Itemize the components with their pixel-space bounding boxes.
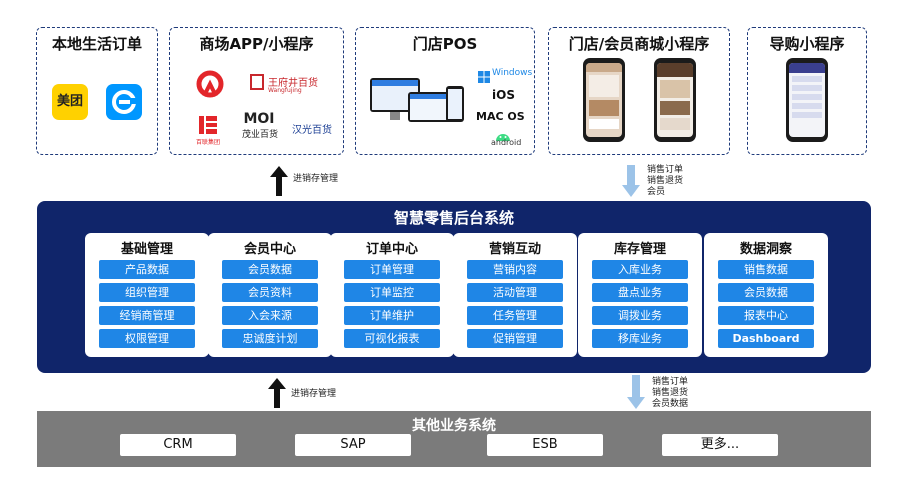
maoye-logo: MOI 茂业百货 [242, 111, 279, 141]
module-inventory: 库存管理 入库业务 盘点业务 调拨业务 移库业务 [578, 233, 702, 357]
flow-label: 进销存管理 [293, 174, 339, 184]
module-basic: 基础管理 产品数据 组织管理 经销商管理 权限管理 [85, 233, 209, 357]
module-item[interactable]: 产品数据 [99, 260, 195, 279]
os-windows: Windows [492, 68, 533, 78]
os-ios: iOS [492, 88, 515, 102]
module-item[interactable]: 订单监控 [344, 283, 440, 302]
module-title: 数据洞察 [739, 242, 792, 257]
channel-title: 商场APP/小程序 [199, 35, 314, 53]
module-title: 订单中心 [365, 242, 418, 257]
down-arrow-icon [627, 375, 645, 409]
bailian-mark-icon [199, 116, 217, 134]
channel-member-mall: 门店/会员商城小程序 [548, 27, 730, 155]
module-item[interactable]: 移库业务 [592, 329, 688, 348]
channel-local-life: 本地生活订单 美团 [36, 27, 158, 155]
guide-phone [786, 58, 828, 142]
wangfujing-mark-icon [250, 74, 264, 90]
hanguang-logo: 汉光百货 [292, 125, 332, 136]
module-item[interactable]: 会员数据 [718, 283, 814, 302]
channel-title: 导购小程序 [769, 35, 845, 53]
channel-title: 门店POS [412, 35, 478, 53]
module-insight: 数据洞察 销售数据 会员数据 报表中心 Dashboard [704, 233, 828, 357]
wangfujing-name: 王府井百货 [268, 78, 318, 89]
flow-label: 进销存管理 [291, 389, 337, 399]
bailian-sub: 百联集团 [196, 139, 221, 146]
flow-label-3: 会员 [647, 187, 666, 197]
module-item[interactable]: 任务管理 [467, 306, 563, 325]
other-systems: 其他业务系统 CRM SAP ESB 更多... [37, 411, 871, 467]
windows-icon [478, 68, 490, 83]
module-title: 营销互动 [488, 242, 541, 257]
meituan-logo: 美团 [52, 84, 88, 120]
channel-title: 门店/会员商城小程序 [568, 35, 710, 53]
module-title: 会员中心 [243, 242, 296, 257]
core-platform: 智慧零售后台系统 基础管理 产品数据 组织管理 经销商管理 权限管理 会员中心 … [37, 201, 871, 373]
channel-store-pos: 门店POS Windows iOS MAC OS android [355, 27, 535, 155]
maoye-mark-icon: MOI [243, 111, 275, 127]
channel-mall-app: 商场APP/小程序 王府井百货 Wangfujing 百联集团 MOI 茂业百货… [169, 27, 344, 155]
module-item[interactable]: 订单管理 [344, 260, 440, 279]
module-item[interactable]: 入库业务 [592, 260, 688, 279]
wangfujing-sub: Wangfujing [268, 87, 302, 94]
module-item[interactable]: 经销商管理 [99, 306, 195, 325]
android-icon [494, 126, 512, 141]
pos-stand [390, 112, 400, 120]
system-crm[interactable]: CRM [120, 434, 236, 456]
module-item[interactable]: 会员资料 [222, 283, 318, 302]
flow-label-1: 销售订单 [652, 377, 689, 387]
other-title: 其他业务系统 [412, 418, 496, 434]
pos-devices-illustration [368, 70, 468, 140]
module-item[interactable]: 营销内容 [467, 260, 563, 279]
module-item[interactable]: 入会来源 [222, 306, 318, 325]
module-title: 库存管理 [613, 242, 666, 257]
module-item[interactable]: 调拨业务 [592, 306, 688, 325]
system-esb[interactable]: ESB [487, 434, 603, 456]
module-item[interactable]: 促销管理 [467, 329, 563, 348]
os-android: android [491, 138, 522, 147]
pos-phone [446, 86, 464, 122]
mall-phone-1 [583, 58, 625, 142]
module-item[interactable]: 忠诚度计划 [222, 329, 318, 348]
module-item[interactable]: 销售数据 [718, 260, 814, 279]
flow-label-2: 销售退货 [652, 388, 689, 398]
module-item[interactable]: 可视化报表 [344, 329, 440, 348]
module-item[interactable]: 组织管理 [99, 283, 195, 302]
module-item[interactable]: 报表中心 [718, 306, 814, 325]
intime-logo-icon [194, 70, 226, 104]
system-more[interactable]: 更多... [662, 434, 778, 456]
flow-label-1: 销售订单 [647, 165, 684, 175]
channel-title: 本地生活订单 [51, 35, 142, 53]
os-macos: MAC OS [476, 110, 525, 123]
module-member: 会员中心 会员数据 会员资料 入会来源 忠诚度计划 [208, 233, 332, 357]
eleme-logo-icon [106, 84, 142, 120]
module-item[interactable]: 会员数据 [222, 260, 318, 279]
module-order: 订单中心 订单管理 订单监控 订单维护 可视化报表 [330, 233, 454, 357]
module-item[interactable]: 活动管理 [467, 283, 563, 302]
down-arrow-icon [622, 165, 640, 197]
up-arrow-icon [268, 378, 286, 408]
module-title: 基础管理 [120, 242, 173, 257]
up-arrow-icon [270, 166, 288, 196]
maoye-name: 茂业百货 [242, 130, 279, 140]
module-item[interactable]: Dashboard [718, 329, 814, 348]
core-title: 智慧零售后台系统 [393, 209, 514, 227]
flow-label-3: 会员数据 [652, 399, 689, 409]
meituan-label: 美团 [56, 94, 83, 109]
mall-phone-2 [654, 58, 696, 142]
flow-label-2: 销售退货 [647, 176, 684, 186]
channel-guide-app: 导购小程序 [747, 27, 867, 155]
module-item[interactable]: 权限管理 [99, 329, 195, 348]
system-sap[interactable]: SAP [295, 434, 411, 456]
module-item[interactable]: 盘点业务 [592, 283, 688, 302]
module-marketing: 营销互动 营销内容 活动管理 任务管理 促销管理 [453, 233, 577, 357]
module-item[interactable]: 订单维护 [344, 306, 440, 325]
